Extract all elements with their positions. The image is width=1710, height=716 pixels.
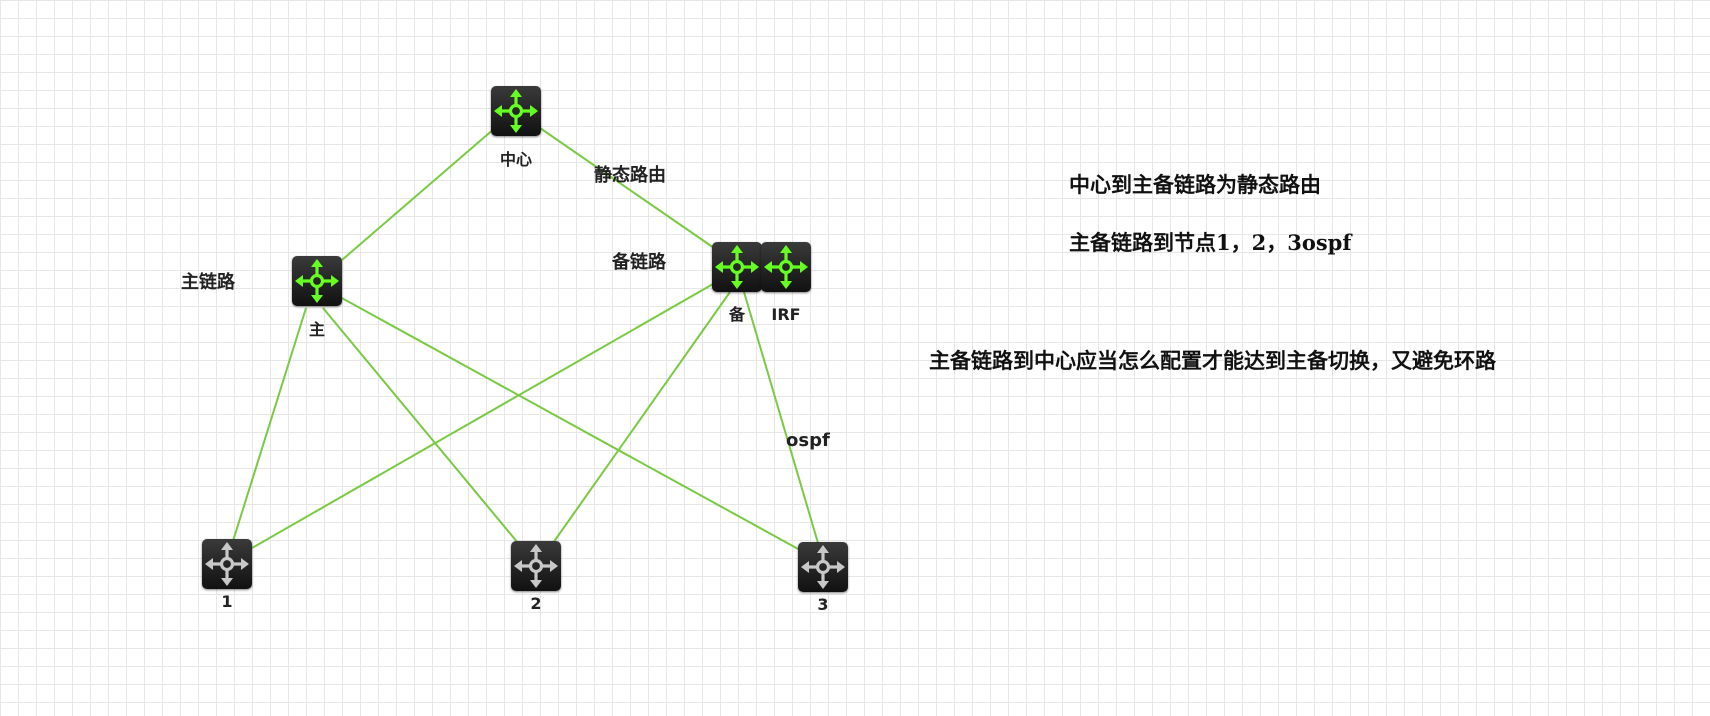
label-main: 主 [308, 320, 326, 339]
link-backup-node2 [552, 291, 731, 544]
access-router-icon [514, 544, 558, 588]
router-node-3[interactable] [798, 542, 848, 592]
links-layer [232, 127, 819, 551]
ospf-label: ospf [786, 430, 830, 451]
label-backup: 备 [728, 305, 746, 324]
router-backup[interactable] [712, 242, 762, 292]
label-node-3: 3 [817, 595, 829, 614]
label-center: 中心 [499, 150, 533, 169]
backup-link-label: 备链路 [612, 252, 666, 273]
note-static-route: 中心到主备链路为静态路由 [1069, 172, 1321, 197]
access-router-icon [205, 542, 249, 586]
router-node-1[interactable] [202, 539, 252, 589]
link-main-node2 [322, 307, 519, 544]
link-backup-node1 [251, 283, 714, 549]
label-node-2: 2 [530, 594, 542, 613]
note-ospf: 主备链路到节点1，2，3ospf [1069, 230, 1352, 255]
label-node-1: 1 [221, 592, 233, 611]
core-router-icon [764, 245, 808, 289]
static-route-label: 静态路由 [594, 165, 666, 186]
core-router-icon [494, 89, 538, 133]
link-center-main [341, 127, 496, 261]
link-backup-node3 [743, 291, 819, 544]
router-center[interactable] [491, 86, 541, 136]
router-main[interactable] [292, 256, 342, 306]
main-link-label: 主链路 [181, 272, 235, 293]
router-node-2[interactable] [511, 541, 561, 591]
router-backup-irf[interactable] [761, 242, 811, 292]
link-main-node1 [232, 307, 307, 542]
core-router-icon [715, 245, 759, 289]
link-center-backup [539, 127, 718, 251]
core-router-icon [295, 259, 339, 303]
note-question: 主备链路到中心应当怎么配置才能达到主备切换，又避免环路 [929, 348, 1496, 373]
link-main-node3 [339, 296, 801, 551]
label-irf: IRF [771, 305, 801, 324]
access-router-icon [801, 545, 845, 589]
